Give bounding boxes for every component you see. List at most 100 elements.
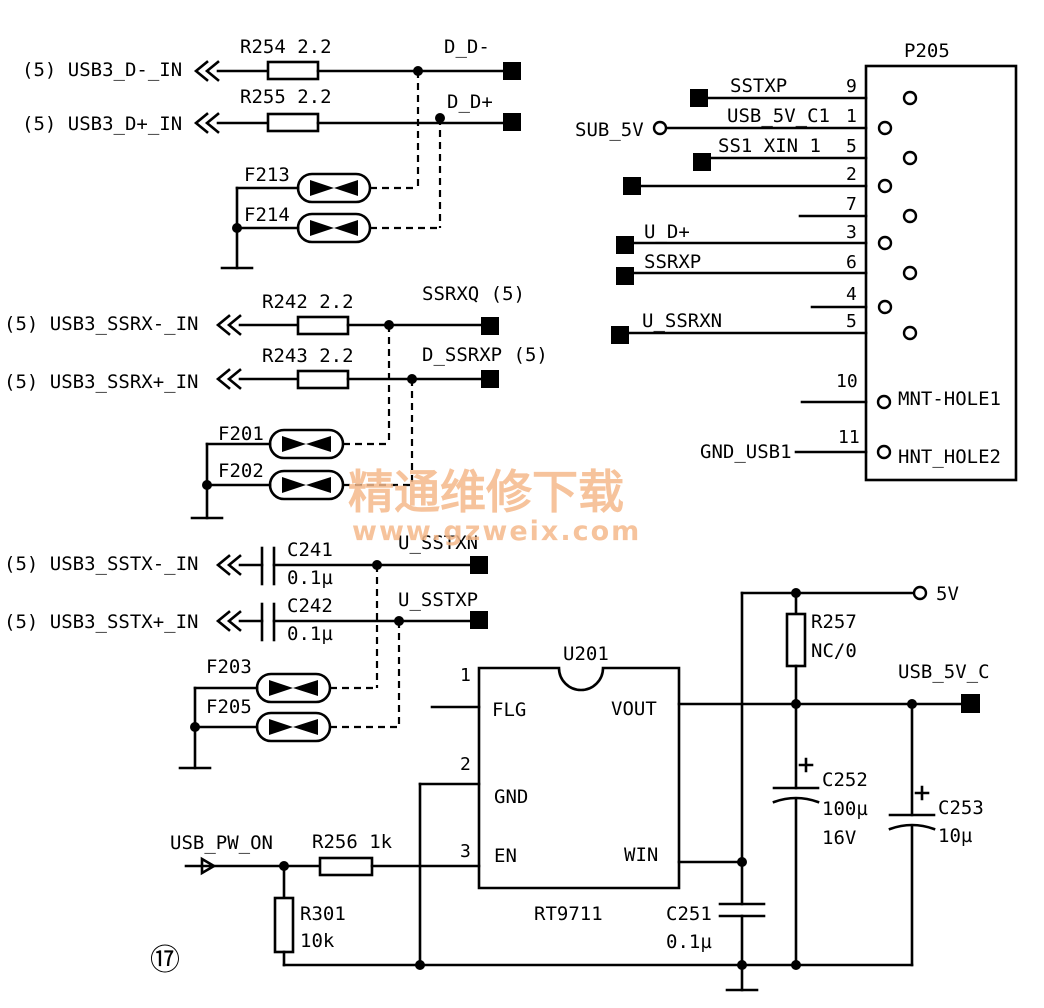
test-pad — [616, 267, 634, 285]
net-u-sstxp-label: U_SSTXP — [398, 589, 478, 611]
c253-label: C253 — [938, 797, 984, 819]
c251-value: 0.1µ — [666, 931, 712, 953]
power-switch-section: U201 RT9711 FLG GND EN VOUT WIN 1 2 3 US… — [170, 583, 990, 992]
r256-label: R256 1k — [312, 831, 393, 853]
c241-value: 0.1µ — [287, 567, 333, 589]
ic-ref-label: U201 — [563, 643, 609, 665]
input-arrow-icon — [215, 314, 242, 336]
watermark-cn: 精通维修下载 — [348, 465, 624, 519]
usb3-sstx-minus-in-label: (5) USB3_SSTX-_IN — [4, 553, 198, 575]
pin-number: 9 — [846, 76, 857, 97]
pin-net-label: SSTXP — [730, 75, 787, 97]
test-pad — [481, 317, 499, 335]
c252-value: 100µ — [822, 798, 868, 820]
test-pad — [690, 89, 708, 107]
net-ssrxq-label: SSRXQ (5) — [422, 283, 525, 305]
net-d-minus-label: D_D- — [444, 36, 490, 58]
input-arrow-icon — [215, 554, 242, 576]
resistor-r254 — [266, 60, 320, 81]
c252-label: C252 — [822, 769, 868, 791]
r301-label: R301 — [300, 903, 346, 925]
usb3-sstx-plus-in-label: (5) USB3_SSTX+_IN — [4, 611, 198, 633]
watermark-url: www.gzweix.com — [352, 516, 641, 547]
pin-net-label: U_SSRXN — [642, 310, 722, 332]
ic-pin-flg: FLG — [492, 699, 526, 721]
net-u-sstxn-label: U_SSTXN — [398, 532, 478, 554]
input-arrow-icon — [215, 368, 242, 390]
polarity-plus-icon — [914, 785, 930, 801]
pin-net-label: MNT-HOLE1 — [898, 388, 1001, 410]
tvs-f205 — [255, 711, 332, 743]
r301-value: 10k — [300, 930, 335, 952]
resistor-r243 — [296, 369, 350, 390]
pin-number: 11 — [838, 427, 860, 448]
connector-p205: P205 9 1 5 2 7 3 6 4 5 10 11 — [575, 40, 1018, 482]
r257-value: NC/0 — [811, 640, 857, 662]
r254-label: R254 2.2 — [240, 36, 332, 58]
connector-ref: P205 — [904, 40, 950, 62]
test-pad — [503, 62, 521, 80]
usb-pw-on-label: USB_PW_ON — [170, 832, 273, 854]
input-arrow-icon — [184, 856, 217, 876]
sstx-section: (5) USB3_SSTX-_IN (5) USB3_SSTX+_IN C241… — [4, 532, 488, 770]
ssrx-section: (5) USB3_SSRX-_IN (5) USB3_SSRX+_IN R242… — [4, 283, 548, 520]
tvs-f202 — [268, 469, 345, 501]
pin-net-label: HNT_HOLE2 — [898, 446, 1001, 468]
test-pad — [961, 694, 980, 713]
c253-value: 10µ — [938, 825, 972, 847]
pin-number: 5 — [846, 136, 857, 157]
ic-u201 — [477, 666, 681, 890]
ic-part-label: RT9711 — [534, 903, 603, 925]
input-arrow-icon — [193, 112, 220, 134]
c251-label: C251 — [666, 903, 712, 925]
pin-number: 3 — [846, 222, 857, 243]
pin-number: 4 — [846, 284, 857, 305]
resistor-r255 — [266, 112, 320, 133]
pin-number: 6 — [846, 252, 857, 273]
f214-label: F214 — [244, 204, 290, 226]
test-pad — [470, 611, 488, 629]
usb3-d-minus-in-label: (5) USB3_D-_IN — [22, 59, 182, 81]
r257-label: R257 — [811, 611, 857, 633]
c242-label: C242 — [287, 595, 333, 617]
test-pad — [470, 556, 488, 574]
test-pad — [623, 177, 641, 195]
ic-pin3-number: 3 — [460, 841, 471, 862]
rail-5v-label: 5V — [936, 583, 959, 605]
sub-5v-label: SUB_5V — [575, 119, 644, 141]
c242-value: 0.1µ — [287, 623, 333, 645]
connector-body — [864, 64, 1018, 482]
pin-number: 5 — [846, 311, 857, 332]
test-pad — [611, 326, 629, 344]
ic-pin2-number: 2 — [460, 754, 471, 775]
test-pad — [481, 370, 499, 388]
input-arrow-icon — [193, 60, 220, 82]
pin-net-label: SS1 XIN 1 — [718, 135, 821, 157]
f203-label: F203 — [206, 656, 252, 678]
usb3-d-plus-in-label: (5) USB3_D+_IN — [22, 113, 182, 135]
f201-label: F201 — [218, 423, 264, 445]
pin-number: 1 — [846, 106, 857, 127]
resistor-r242 — [296, 315, 350, 336]
test-pad — [693, 153, 711, 171]
gnd-usb1-label: GND_USB1 — [700, 441, 792, 463]
ic-pin-vout: VOUT — [611, 698, 657, 720]
c241-label: C241 — [287, 539, 333, 561]
test-pad — [616, 236, 634, 254]
resistor-r256 — [318, 856, 374, 877]
input-arrow-icon — [215, 610, 242, 632]
pin-number: 10 — [836, 371, 858, 392]
ic-pin-en: EN — [494, 845, 517, 867]
ic-pin-gnd: GND — [494, 786, 528, 808]
net-d-plus-label: D_D+ — [447, 91, 493, 113]
test-pad — [503, 113, 521, 131]
f213-label: F213 — [244, 164, 290, 186]
tvs-f201 — [268, 428, 345, 460]
f205-label: F205 — [206, 696, 252, 718]
tvs-f214 — [296, 212, 372, 244]
r243-label: R243 2.2 — [262, 345, 354, 367]
ic-pin-win: WIN — [624, 844, 658, 866]
r242-label: R242 2.2 — [262, 291, 354, 313]
c252-voltage: 16V — [822, 827, 856, 849]
polarity-plus-icon — [798, 757, 814, 773]
